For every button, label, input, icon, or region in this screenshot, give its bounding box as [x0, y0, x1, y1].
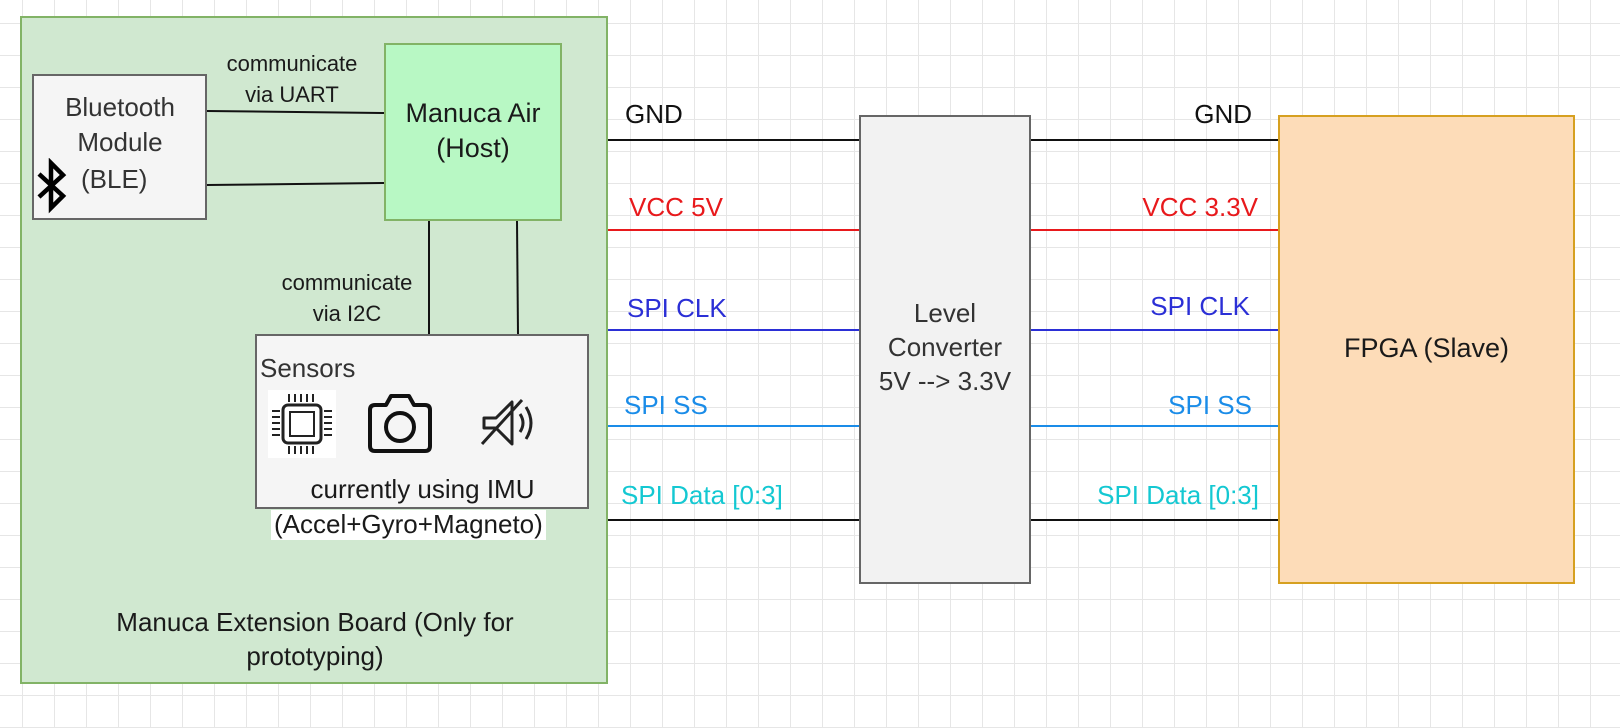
- signal-left-gnd: GND: [625, 99, 683, 129]
- signal-left-spi-data: SPI Data [0:3]: [621, 480, 783, 510]
- signal-left-vcc: VCC 5V: [629, 192, 723, 222]
- signal-right-vcc: VCC 3.3V: [1142, 192, 1258, 222]
- sensors-title: Sensors: [260, 353, 356, 383]
- chip-icon: [268, 390, 336, 458]
- i2c-note-line2: via I2C: [312, 301, 382, 326]
- level-converter-line1: Level: [913, 298, 977, 328]
- extension-board-label: Manuca Extension Board (Only for prototy…: [116, 607, 514, 671]
- wire-i2c-right: [516, 220, 519, 335]
- signal-right-spi-ss: SPI SS: [1168, 390, 1252, 420]
- bluetooth-label-line3: (BLE): [81, 164, 148, 194]
- level-converter[interactable]: [859, 115, 1031, 584]
- uart-note-line2: via UART: [245, 82, 339, 107]
- level-converter-line2: Converter: [887, 332, 1003, 362]
- host-label-line2: (Host): [436, 133, 510, 163]
- fpga-box[interactable]: [1278, 115, 1575, 584]
- signal-left-spi-clk: SPI CLK: [627, 293, 727, 323]
- bluetooth-label-line2: Module: [77, 127, 163, 157]
- signal-right-gnd: GND: [1194, 99, 1252, 129]
- speaker-icon: [480, 398, 533, 446]
- i2c-note-line1: communicate: [281, 270, 413, 295]
- wire-uart-bottom: [206, 182, 385, 186]
- signal-right-spi-clk: SPI CLK: [1150, 291, 1250, 321]
- sensors-caption-line2: (Accel+Gyro+Magneto): [271, 509, 546, 540]
- signal-left-spi-ss: SPI SS: [624, 390, 708, 420]
- wire-uart-top: [206, 110, 385, 114]
- camera-icon: [368, 394, 432, 453]
- fpga-label: FPGA (Slave): [1343, 333, 1510, 363]
- uart-note-line1: communicate: [226, 51, 358, 76]
- bluetooth-label-line1: Bluetooth: [65, 92, 175, 122]
- signal-right-spi-data: SPI Data [0:3]: [1097, 480, 1259, 510]
- host-box[interactable]: [384, 43, 562, 221]
- bluetooth-icon: [37, 158, 67, 214]
- level-converter-line3: 5V --> 3.3V: [878, 366, 1012, 396]
- sensors-caption-line1: currently using IMU: [310, 474, 535, 504]
- host-label-line1: Manuca Air: [405, 98, 541, 128]
